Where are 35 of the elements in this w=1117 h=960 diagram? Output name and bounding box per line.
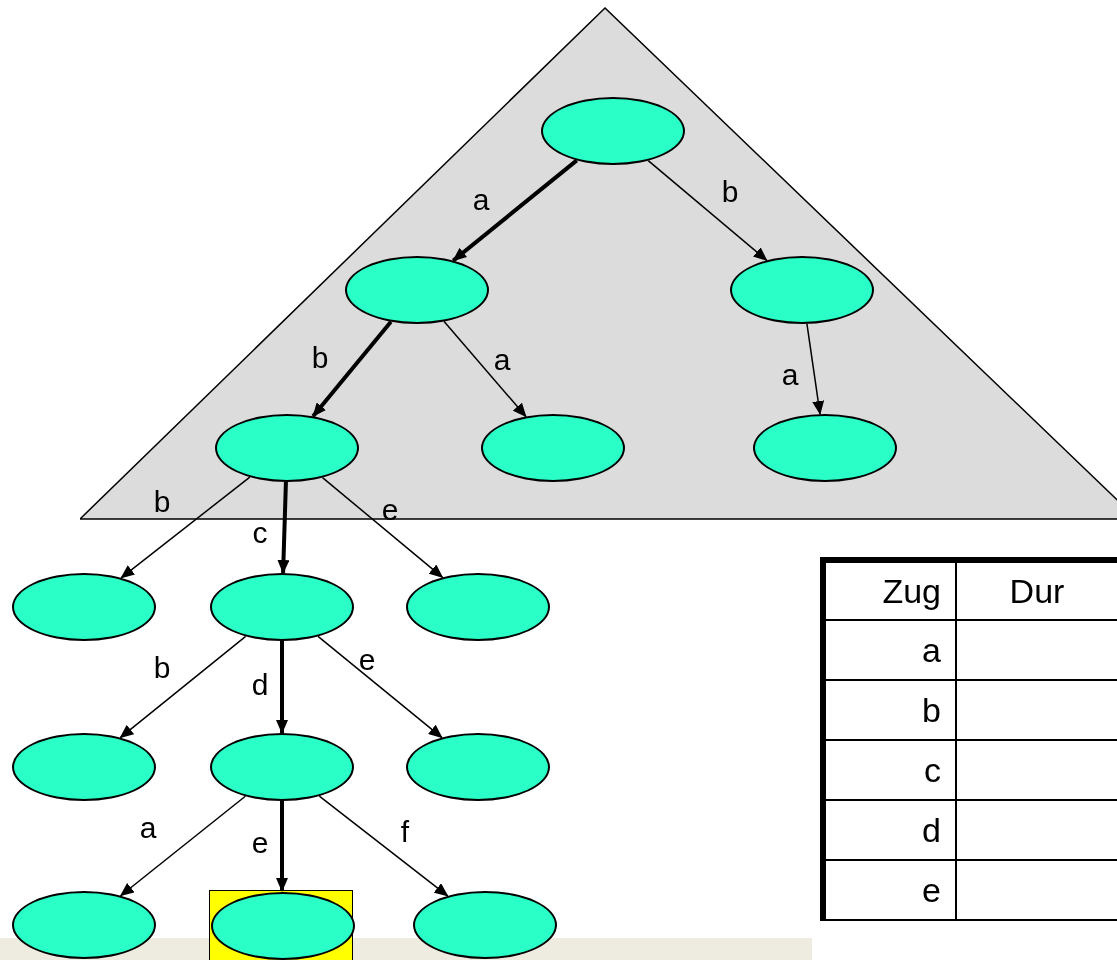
edge-label: a — [139, 813, 157, 843]
arrow — [277, 481, 290, 574]
arrow — [451, 158, 579, 263]
arrow — [120, 476, 251, 579]
edge-label: a — [493, 345, 511, 375]
edge-label: c — [252, 518, 268, 548]
edge-label: e — [381, 495, 399, 525]
arrow — [311, 320, 393, 418]
arrow — [119, 795, 247, 897]
arrow — [276, 641, 288, 734]
table-cell: a — [823, 620, 957, 680]
arrow — [317, 635, 443, 739]
table-cell: d — [823, 800, 957, 860]
header-cell: Zug — [823, 560, 957, 620]
arrow — [321, 476, 444, 579]
arrow — [318, 795, 449, 897]
arrow — [119, 635, 247, 739]
table-cell: e — [823, 860, 957, 920]
edge-label: b — [153, 653, 171, 683]
triangle-region — [80, 7, 1117, 520]
edge-label: e — [251, 828, 269, 858]
arrow — [806, 323, 825, 416]
arrow — [443, 320, 527, 418]
table-cell: c — [823, 740, 957, 800]
edge-label: e — [358, 645, 376, 675]
arrow — [647, 159, 768, 262]
arrow — [276, 801, 288, 892]
edge-label: f — [400, 817, 410, 847]
edge-label: a — [472, 185, 490, 215]
edge-label: b — [721, 177, 739, 207]
edge-label: b — [311, 343, 329, 373]
edge-label: d — [251, 670, 269, 700]
edge-label: a — [781, 360, 799, 390]
edge-label: b — [153, 487, 171, 517]
table-cell: b — [823, 680, 957, 740]
